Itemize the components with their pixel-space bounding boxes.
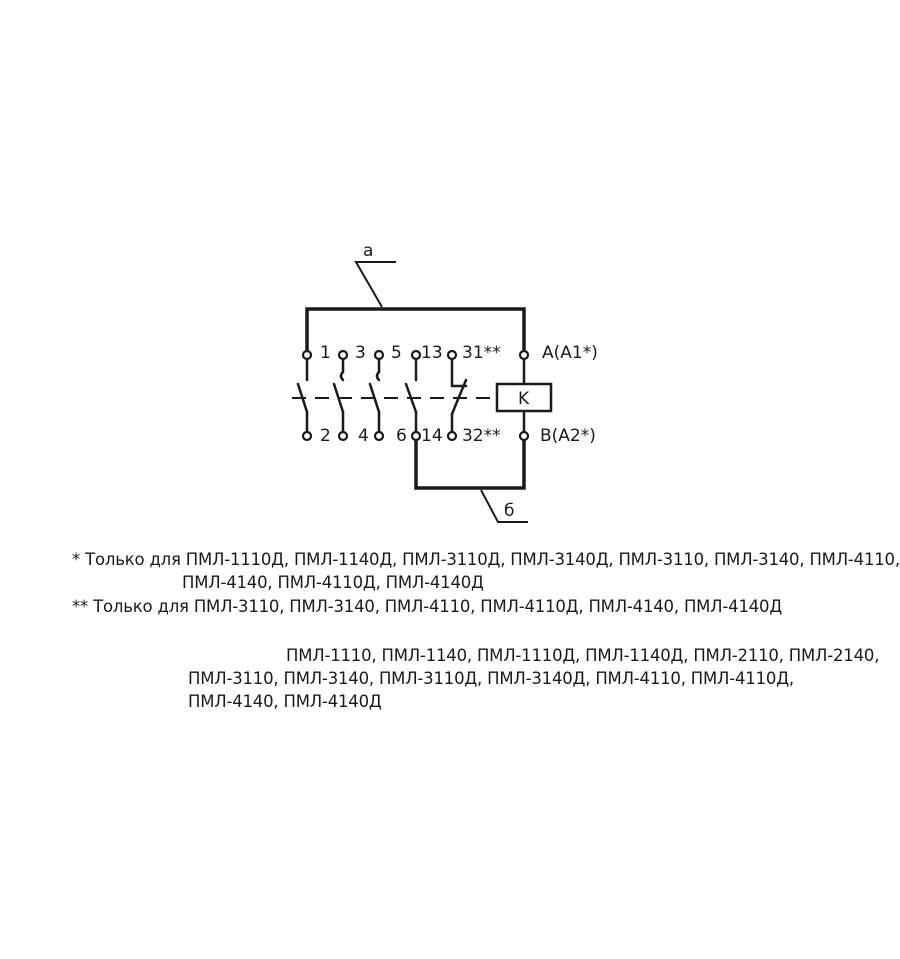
label-terminal-6: 6 [396,426,407,446]
leader-label-a: а [363,241,373,261]
models-line-3: ПМЛ-4140, ПМЛ-4140Д [188,692,382,711]
terminal-32 [446,430,458,442]
top-wire [305,307,526,354]
contact-1-2 [296,349,313,442]
models-line-1: ПМЛ-1110, ПМЛ-1140, ПМЛ-1110Д, ПМЛ-1140Д… [286,646,880,665]
label-terminal-3: 3 [355,343,366,363]
label-terminal-4: 4 [358,426,369,446]
terminal-14 [410,430,422,442]
leader-line-a [354,261,396,308]
terminal-6 [373,430,385,442]
label-terminal-13: 13 [421,343,443,363]
leader-line-b [480,489,528,523]
coil-label: K [518,389,530,409]
label-terminal-32: 32** [462,426,501,446]
bottom-wire [414,440,526,490]
terminal-31 [446,349,458,361]
terminal-4 [337,430,349,442]
terminal-a1 [518,349,530,361]
terminal-a2 [518,430,530,442]
terminal-5 [373,349,385,361]
footnote-1-line-1: * Только для ПМЛ-1110Д, ПМЛ-1140Д, ПМЛ-3… [72,550,900,569]
coil-k: K [495,349,553,442]
contact-31-32 [446,349,468,442]
label-terminal-31: 31** [462,343,501,363]
label-coil-bottom: B(A2*) [540,426,596,446]
models-line-2: ПМЛ-3110, ПМЛ-3140, ПМЛ-3110Д, ПМЛ-3140Д… [188,669,794,688]
contact-13-14 [404,349,422,442]
label-terminal-5: 5 [391,343,402,363]
terminal-3 [337,349,349,361]
contact-3-4 [332,349,349,442]
label-terminal-2: 2 [320,426,331,446]
label-coil-top: A(A1*) [542,343,598,363]
terminal-1 [301,349,313,361]
label-terminal-1: 1 [320,343,331,363]
footnote-2: ** Только для ПМЛ-3110, ПМЛ-3140, ПМЛ-41… [72,597,783,616]
label-terminal-14: 14 [421,426,443,446]
footnote-1-line-2: ПМЛ-4140, ПМЛ-4110Д, ПМЛ-4140Д [182,573,484,592]
terminal-13 [410,349,422,361]
leader-label-b: б [504,501,514,521]
contact-5-6 [368,349,385,442]
terminal-2 [301,430,313,442]
